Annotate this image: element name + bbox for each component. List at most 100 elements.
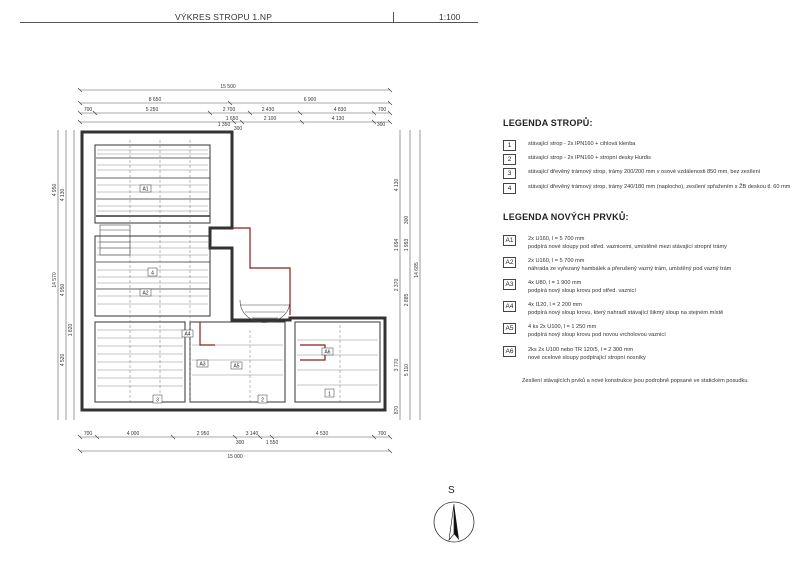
dim-right-a: 4 130 [394,179,400,192]
slab-code: 2 [503,154,516,165]
tag-a6: A6 [324,350,330,356]
dim-bot-h: 700 [378,431,387,437]
dimension-lines [57,89,421,452]
slab-row: 4 stávající dřevěný trámový strop, trámy… [503,183,790,194]
dim-top-left: 8 650 [149,97,162,103]
dim-top-b: 5 250 [146,107,159,113]
element-row: A6 2ks 2x U100 nebo TR 120/5, l = 2 300 … [503,346,646,362]
dim-top-i: 300 [234,126,243,132]
element-row: A4 4x I120, l = 2 200 mm podpírá nový sl… [503,301,723,317]
dim-top-a: 700 [84,107,93,113]
slab-row: 2 stávající strop - 2x IPN160 + stropní … [503,154,651,165]
dim-bot-d: 300 [236,440,245,446]
dim-left-d: 4 950 [60,284,66,297]
tag-slab-2: 2 [261,398,264,404]
slab-text: stávající strop - 2x IPN160 + stropní de… [528,155,651,161]
element-code: A1 [503,235,516,246]
element-row: A1 2x U160, l = 5 700 mm podpírá nové sl… [503,235,727,251]
dim-bot-g: 4 530 [316,431,329,437]
dim-top-c: 2 700 [223,107,236,113]
element-line1: 4x U80, l = 1 900 mm [528,280,582,286]
dim-top-g: 700 [378,107,387,113]
element-line2: podpírá nový sloup krovu pod novou vrcho… [528,332,666,338]
dim-right-f: 2 885 [404,294,410,307]
dim-left-c: 14 570 [52,272,58,288]
north-arrow-icon [433,501,475,543]
slab-code: 4 [503,183,516,194]
dim-left-b: 4 130 [60,189,66,202]
dimension-labels: 15 500 8 650 6 900 700 5 250 2 700 1 650… [84,84,387,460]
dim-top-j: 2 100 [264,116,277,122]
dim-right-g: 3 770 [394,359,400,372]
slab-text: stávající dřevěný trámový strop, trámy 2… [528,169,761,175]
element-line1: 4 ks 2x U100, l = 1 250 mm [528,324,597,330]
dim-left-a: 4 950 [52,184,58,197]
dim-top-total: 15 500 [220,84,236,90]
slab-code: 3 [503,168,516,179]
element-row: A5 4 ks 2x U100, l = 1 250 mm podpírá no… [503,323,666,339]
element-code: A5 [503,323,516,334]
dimension-ticks [77,87,393,454]
slab-joists [97,149,378,387]
element-code: A6 [503,346,516,357]
dim-bot-b: 4 000 [127,431,140,437]
element-tags: A1 A2 A3 A4 A5 A6 4 3 2 1 [139,184,335,404]
dim-right-total: 14 685 [414,262,420,278]
tag-slab-3: 3 [156,398,159,404]
tag-slab-1: 1 [328,392,331,398]
dim-top-d: 1 650 [226,116,239,122]
dim-right-b: 300 [404,216,410,225]
dim-top-k: 4 130 [332,116,345,122]
element-line2: náhrada ze vyřezaný hambálek a přerušený… [528,266,732,272]
element-line2: podpírá nový sloup krovu pod střed. vazn… [528,288,636,294]
tag-slab-4: 4 [151,271,154,277]
staircase [99,224,291,323]
slab-text: stávající dřevěný trámový strop, trámy 2… [528,184,791,190]
slab-row: 1 stávající strop - 2x IPN160 + cihlová … [503,140,635,151]
dim-right-i: 870 [394,406,400,415]
drawing-scale: 1:100 [439,12,461,22]
tag-a1: A1 [142,187,148,193]
title-divider [393,12,394,22]
dim-top-l: 300 [377,122,386,128]
dim-right-h: 5 110 [404,364,410,376]
slabs-heading: LEGENDA STROPŮ: [503,118,593,128]
slab-code: 1 [503,140,516,151]
dim-bot-f: 1 550 [266,440,279,446]
dim-right-c: 1 694 [394,239,400,252]
element-code: A3 [503,279,516,290]
dim-left-e: 1 820 [68,324,74,337]
title-underline [20,22,478,23]
elements-heading: LEGENDA NOVÝCH PRVKŮ: [503,212,629,222]
tag-a4: A4 [184,332,190,338]
element-code: A2 [503,257,516,268]
element-row: A3 4x U80, l = 1 900 mm podpírá nový slo… [503,279,636,295]
tag-a2: A2 [142,291,148,297]
dim-top-e: 2 430 [262,107,275,113]
dim-bot-e: 3 140 [246,431,259,437]
axis-lines [129,140,341,405]
dim-bot-a: 700 [84,431,93,437]
dimension-labels-vertical: 4 950 4 130 14 570 4 950 1 820 4 520 4 1… [52,179,420,415]
slab-row: 3 stávající dřevěný trámový strop, trámy… [503,168,760,179]
element-line2: podpírá nový sloup krovu, který nahradí … [528,310,724,316]
dim-right-e: 2 370 [394,279,400,292]
element-line1: 4x I120, l = 2 200 mm [528,302,582,308]
slab-text: stávající strop - 2x IPN160 + cihlová kl… [528,141,636,147]
dim-bot-c: 2 950 [197,431,210,437]
dim-top-f: 4 830 [334,107,347,113]
element-line1: 2x U160, l = 5 700 mm [528,236,585,242]
tag-a3: A3 [199,362,205,368]
dim-left-f: 4 520 [60,354,66,367]
dim-top-h: 1 350 [218,122,231,128]
element-line1: 2x U160, l = 5 700 mm [528,258,585,264]
element-line2: nové ocelové sloupy podpírající stropní … [528,355,646,361]
dim-bot-total: 15 000 [227,454,243,460]
legend-panel: LEGENDA STROPŮ: 1 stávající strop - 2x I… [503,118,793,408]
north-label: S [448,485,455,496]
element-line2: podpírá nové sloupy pod střed. vaznicemi… [528,244,727,250]
element-line1: 2ks 2x U100 nebo TR 120/5, l = 2 300 mm [528,347,634,353]
dim-top-right: 6 900 [304,97,317,103]
